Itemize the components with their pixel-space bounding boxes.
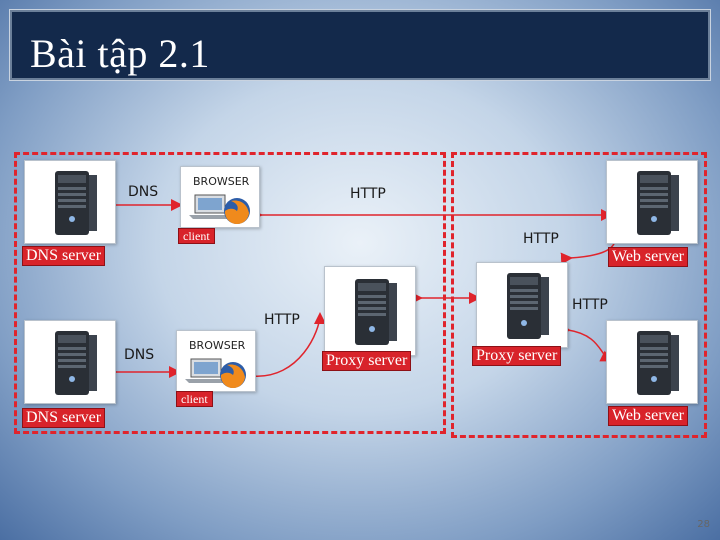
client-top-label: client [178, 228, 215, 244]
proxy-server-2-node [476, 262, 568, 348]
dns-server-top-label: DNS server [22, 246, 105, 266]
firefox-icon [224, 198, 250, 224]
client-bottom-label: client [176, 391, 213, 407]
proxy-server-1-label: Proxy server [322, 351, 411, 371]
server-tower-icon [25, 321, 117, 405]
web-server-top-label: Web server [608, 247, 688, 267]
web-server-top-node [606, 160, 698, 244]
dns-server-bottom-node [24, 320, 116, 404]
dns-protocol-bottom: DNS [124, 347, 154, 363]
server-tower-icon [325, 267, 417, 357]
http-protocol-middle: HTTP [264, 312, 300, 328]
http-protocol-top: HTTP [350, 186, 386, 202]
firefox-icon [220, 362, 246, 388]
web-server-bottom-node [606, 320, 698, 404]
browser-client-top-node: BROWSER [180, 166, 260, 228]
page-number: 28 [697, 519, 710, 530]
proxy-server-2-label: Proxy server [472, 346, 561, 366]
server-tower-icon [477, 263, 569, 349]
server-tower-icon [25, 161, 117, 245]
server-tower-icon [607, 161, 699, 245]
http-protocol-right: HTTP [523, 231, 559, 247]
dns-server-bottom-label: DNS server [22, 408, 105, 428]
proxy-server-1-node [324, 266, 416, 356]
http-arrow-proxy-webserver [568, 330, 610, 360]
dns-server-top-node [24, 160, 116, 244]
browser-client-bottom-node: BROWSER [176, 330, 256, 392]
server-tower-icon [607, 321, 699, 405]
http-protocol-proxy-proxy: HTTP [572, 297, 608, 313]
dns-protocol-top: DNS [128, 184, 158, 200]
web-server-bottom-label: Web server [608, 406, 688, 426]
